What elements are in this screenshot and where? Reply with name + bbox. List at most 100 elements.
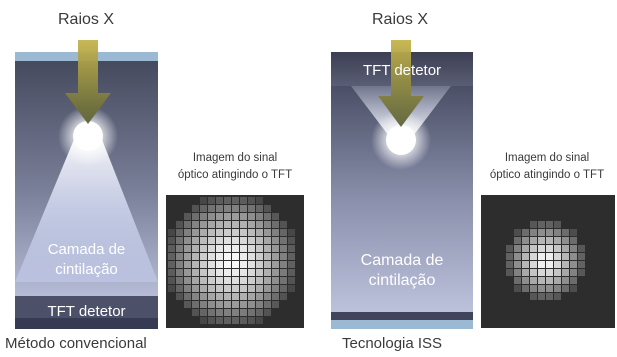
signal-pixel — [224, 309, 231, 316]
signal-pixel — [554, 277, 561, 284]
conventional-stack — [15, 40, 158, 329]
signal-pixel — [216, 221, 223, 228]
signal-pixel — [216, 285, 223, 292]
signal-pixel — [232, 237, 239, 244]
signal-pixel — [570, 269, 577, 276]
signal-pixel — [256, 309, 263, 316]
signal-pixel — [208, 277, 215, 284]
signal-pixel — [168, 261, 175, 268]
signal-pixel — [216, 205, 223, 212]
signal-pixel — [208, 213, 215, 220]
signal-pixel — [264, 277, 271, 284]
signal-pixel — [192, 229, 199, 236]
signal-pixel — [538, 253, 545, 260]
signal-pixel — [288, 253, 295, 260]
signal-pixel — [514, 277, 521, 284]
signal-pixel — [200, 229, 207, 236]
signal-pixel — [192, 245, 199, 252]
signal-pixel — [562, 245, 569, 252]
substrate-bottom-layer — [331, 320, 473, 329]
signal-pixel — [248, 261, 255, 268]
signal-pixel — [264, 269, 271, 276]
signal-pixels-wide — [168, 197, 295, 324]
signal-pixel — [208, 245, 215, 252]
signal-pixel — [176, 253, 183, 260]
signal-pixel — [256, 221, 263, 228]
signal-pixel — [530, 229, 537, 236]
signal-pixel — [280, 261, 287, 268]
signal-pixel — [208, 301, 215, 308]
signal-pixel — [546, 253, 553, 260]
signal-pixel — [248, 237, 255, 244]
signal-pixel — [184, 221, 191, 228]
signal-pixel — [232, 269, 239, 276]
signal-pixel — [288, 277, 295, 284]
signal-pixel — [272, 253, 279, 260]
signal-pixel — [506, 253, 513, 260]
signal-pixel — [530, 293, 537, 300]
signal-pixel — [538, 269, 545, 276]
signal-pixel — [168, 237, 175, 244]
signal-pixel — [272, 261, 279, 268]
signal-pixel — [232, 221, 239, 228]
signal-pixel — [546, 229, 553, 236]
signal-pixel — [522, 269, 529, 276]
signal-pixel — [514, 245, 521, 252]
signal-pixel — [200, 253, 207, 260]
signal-pixel — [192, 213, 199, 220]
signal-pixel — [264, 229, 271, 236]
signal-pixel — [248, 277, 255, 284]
signal-pixel — [176, 221, 183, 228]
left-caption: Método convencional — [5, 335, 147, 352]
signal-pixel — [184, 253, 191, 260]
signal-pixel — [184, 293, 191, 300]
signal-pixel — [184, 229, 191, 236]
left-signal-line1: Imagem do sinal — [192, 152, 278, 164]
signal-pixel — [168, 253, 175, 260]
signal-pixel — [200, 197, 207, 204]
signal-pixel — [224, 277, 231, 284]
signal-pixel — [562, 253, 569, 260]
signal-pixel — [240, 269, 247, 276]
signal-pixel — [208, 269, 215, 276]
signal-pixel — [248, 253, 255, 260]
signal-pixel — [224, 197, 231, 204]
signal-pixel — [522, 261, 529, 268]
signal-pixel — [530, 245, 537, 252]
signal-pixel — [184, 277, 191, 284]
signal-pixel — [240, 253, 247, 260]
signal-pixel — [570, 229, 577, 236]
signal-pixel — [530, 253, 537, 260]
light-spread-cone — [15, 137, 158, 282]
signal-pixel — [240, 197, 247, 204]
signal-pixel — [570, 245, 577, 252]
signal-pixel — [208, 293, 215, 300]
signal-pixel — [224, 293, 231, 300]
signal-pixel — [200, 221, 207, 228]
signal-pixel — [224, 253, 231, 260]
signal-pixel — [192, 309, 199, 316]
signal-pixel — [264, 205, 271, 212]
signal-pixel — [546, 237, 553, 244]
signal-pixel — [256, 245, 263, 252]
signal-pixel — [538, 293, 545, 300]
signal-pixel — [522, 285, 529, 292]
signal-pixel — [562, 229, 569, 236]
signal-pixel — [272, 269, 279, 276]
signal-pixel — [240, 317, 247, 324]
signal-pixel — [176, 237, 183, 244]
signal-pixel — [200, 261, 207, 268]
signal-pixel — [554, 269, 561, 276]
signal-pixel — [240, 229, 247, 236]
signal-pixel — [208, 221, 215, 228]
signal-pixel — [208, 261, 215, 268]
signal-pixel — [578, 253, 585, 260]
signal-pixel — [200, 213, 207, 220]
signal-pixel — [264, 261, 271, 268]
signal-pixel — [288, 269, 295, 276]
signal-pixel — [248, 301, 255, 308]
signal-pixel — [216, 229, 223, 236]
signal-pixel — [288, 261, 295, 268]
light-source — [73, 121, 103, 151]
